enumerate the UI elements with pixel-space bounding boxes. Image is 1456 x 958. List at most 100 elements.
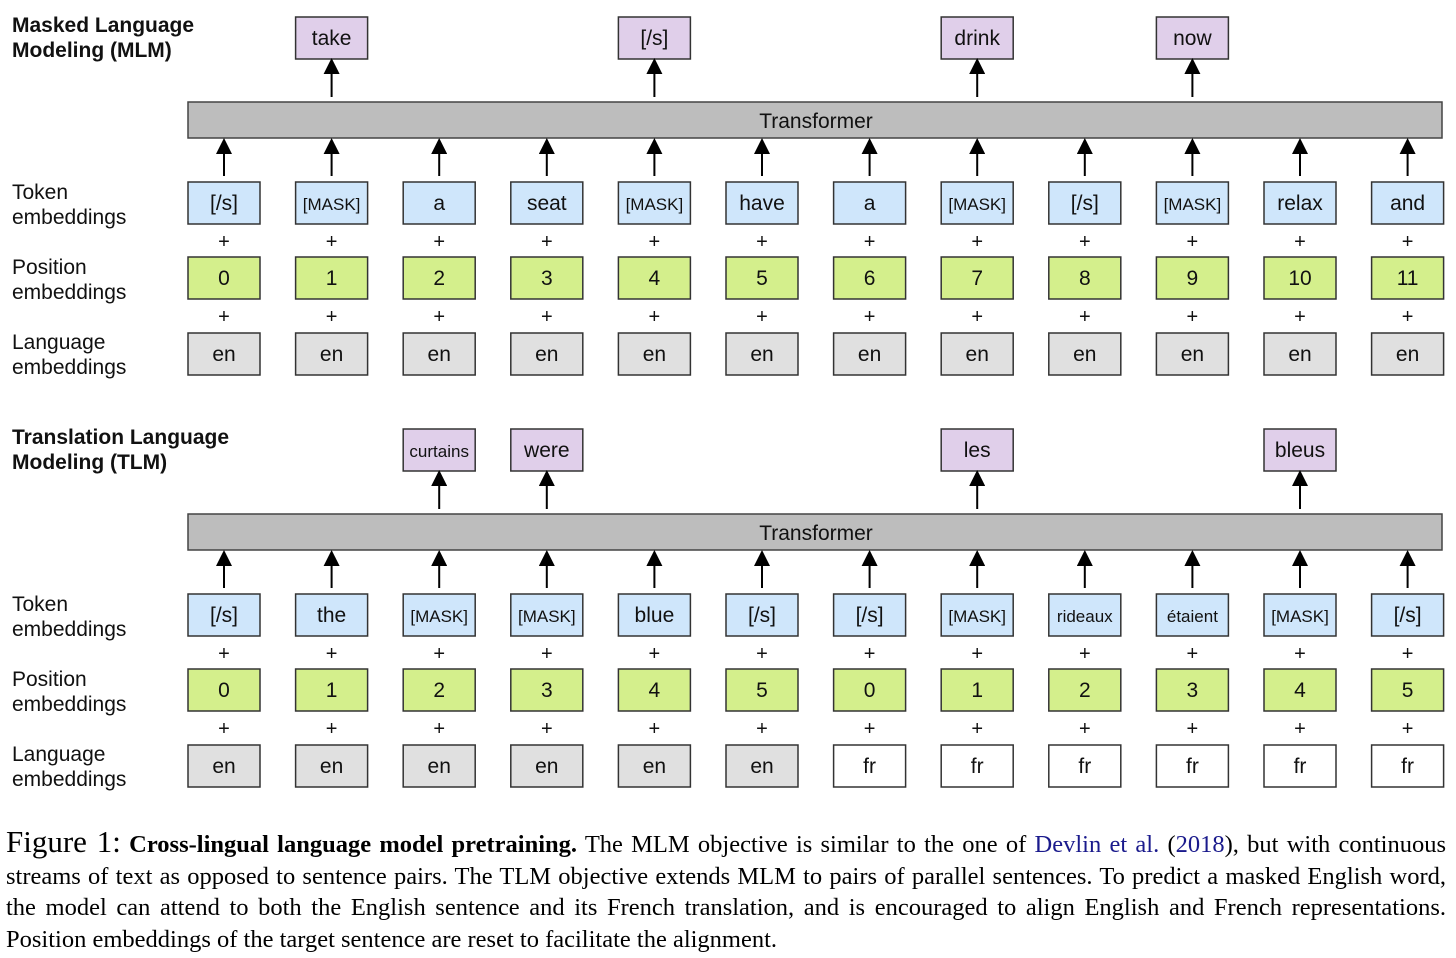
citation-author-link[interactable]: Devlin et al. [1034,831,1160,858]
tlm-language-embedding-rect [1155,744,1230,788]
mlm-token-embedding: and [1370,181,1445,225]
tlm-language-embedding-rect [1048,744,1122,788]
mlm-position-embedding-rect [1263,256,1337,300]
tlm-plus-sign: + [326,643,338,665]
tlm-output-token-rect [402,428,476,472]
tlm-token-embedding: [MASK] [940,593,1014,637]
tlm-language-embedding: fr [1263,744,1337,788]
mlm-position-embedding: 4 [617,256,692,300]
mlm-position-embedding-label: 8 [1079,267,1091,290]
tlm-plus-sign: + [218,718,230,740]
tlm-language-embedding: en [294,744,369,788]
tlm-token-embedding-rect [617,593,692,637]
mlm-plus-sign: + [541,231,553,253]
tlm-position-embedding: 1 [294,668,369,712]
tlm-token-embedding: [/s] [1370,593,1445,637]
tlm-position-embedding-rect [1263,668,1337,712]
tlm-position-embedding-label: 3 [1187,679,1199,702]
mlm-language-embedding-rect [940,332,1014,376]
tlm-output-token: curtains [402,428,476,472]
mlm-token-embedding-rect [940,181,1014,225]
mlm-token-embedding-rect [832,181,907,225]
mlm-position-embedding: 9 [1155,256,1230,300]
tlm-position-embedding-label: 1 [326,679,338,702]
mlm-plus-sign: + [1187,306,1199,328]
tlm-language-embedding-label: fr [1401,755,1414,778]
tlm-position-embedding: 5 [1370,668,1445,712]
tlm-language-embedding-label: en [212,755,235,778]
mlm-position-embedding-rect [294,256,369,300]
tlm-language-embedding-rect [187,744,261,788]
mlm-plus-sign: + [1402,306,1414,328]
mlm-token-embedding-rect [1263,181,1337,225]
tlm-token-embedding: [MASK] [402,593,476,637]
mlm-token-embedding-rect [1370,181,1445,225]
mlm-token-embedding-rect [1155,181,1230,225]
tlm-output-token-rect [510,428,584,472]
mlm-token-embedding-rect [1048,181,1122,225]
tlm-token-embedding-rect [294,593,369,637]
tlm-token-embedding: [/s] [725,593,799,637]
mlm-token-embedding-label: relax [1277,192,1323,215]
tlm-token-embedding: [/s] [187,593,261,637]
mlm-token-embedding-label: have [739,192,785,215]
tlm-token-embedding-rect [510,593,584,637]
tlm-language-embedding-rect [294,744,369,788]
figure-label: Figure 1: [6,824,121,859]
mlm-plus-sign: + [541,306,553,328]
mlm-language-embedding-rect [1048,332,1122,376]
tlm-position-embedding-rect [832,668,907,712]
tlm-position-embedding-rect [1155,668,1230,712]
tlm-position-embedding: 5 [725,668,799,712]
mlm-language-embedding-label: en [1396,343,1419,366]
tlm-output-token-rect [1263,428,1337,472]
tlm-token-embedding: rideaux [1048,593,1122,637]
tlm-plus-sign: + [649,718,661,740]
mlm-language-embedding-rect [294,332,369,376]
tlm-position-embedding-label: 3 [541,679,553,702]
mlm-plus-sign: + [649,231,661,253]
tlm-position-embedding-rect [617,668,692,712]
mlm-position-embedding: 5 [725,256,799,300]
mlm-position-embedding-rect [1048,256,1122,300]
tlm-plus-sign: + [1079,718,1091,740]
mlm-language-embedding-label: en [966,343,989,366]
tlm-language-embedding-label: fr [971,755,984,778]
mlm-output-token: drink [940,16,1014,60]
mlm-position-embedding-rect [725,256,799,300]
mlm-position-embedding: 6 [832,256,907,300]
mlm-language-embedding-rect [402,332,476,376]
mlm-plus-sign: + [433,231,445,253]
mlm-position-embedding-label: 6 [864,267,876,290]
mlm-output-token-label: now [1173,27,1212,50]
tlm-output-token: les [940,428,1014,472]
tlm-language-embedding-rect [940,744,1014,788]
mlm-token-embedding: [MASK] [940,181,1014,225]
tlm-token-embedding-rect [1263,593,1337,637]
mlm-token-embedding-label: a [864,192,876,215]
tlm-language-embedding-label: en [535,755,558,778]
mlm-plus-sign: + [864,231,876,253]
tlm-token-embedding-rect [402,593,476,637]
tlm-language-embedding: fr [1155,744,1230,788]
tlm-language-embedding: fr [832,744,907,788]
mlm-language-embedding: en [725,332,799,376]
tlm-token-embedding: the [294,593,369,637]
citation-year-link[interactable]: 2018 [1175,831,1225,858]
tlm-token-embedding-rect [1048,593,1122,637]
tlm-plus-sign: + [1079,643,1091,665]
tlm-position-embedding-label: 2 [433,679,445,702]
mlm-output-token: take [294,16,369,60]
tlm-token-embedding: [MASK] [510,593,584,637]
mlm-language-embedding-rect [832,332,907,376]
mlm-output-token-label: drink [954,27,1000,50]
tlm-position-embedding: 3 [510,668,584,712]
tlm-position-embedding: 4 [1263,668,1337,712]
mlm-plus-sign: + [756,306,768,328]
tlm-language-embedding-label: en [750,755,773,778]
mlm-language-embedding-label: en [1073,343,1096,366]
